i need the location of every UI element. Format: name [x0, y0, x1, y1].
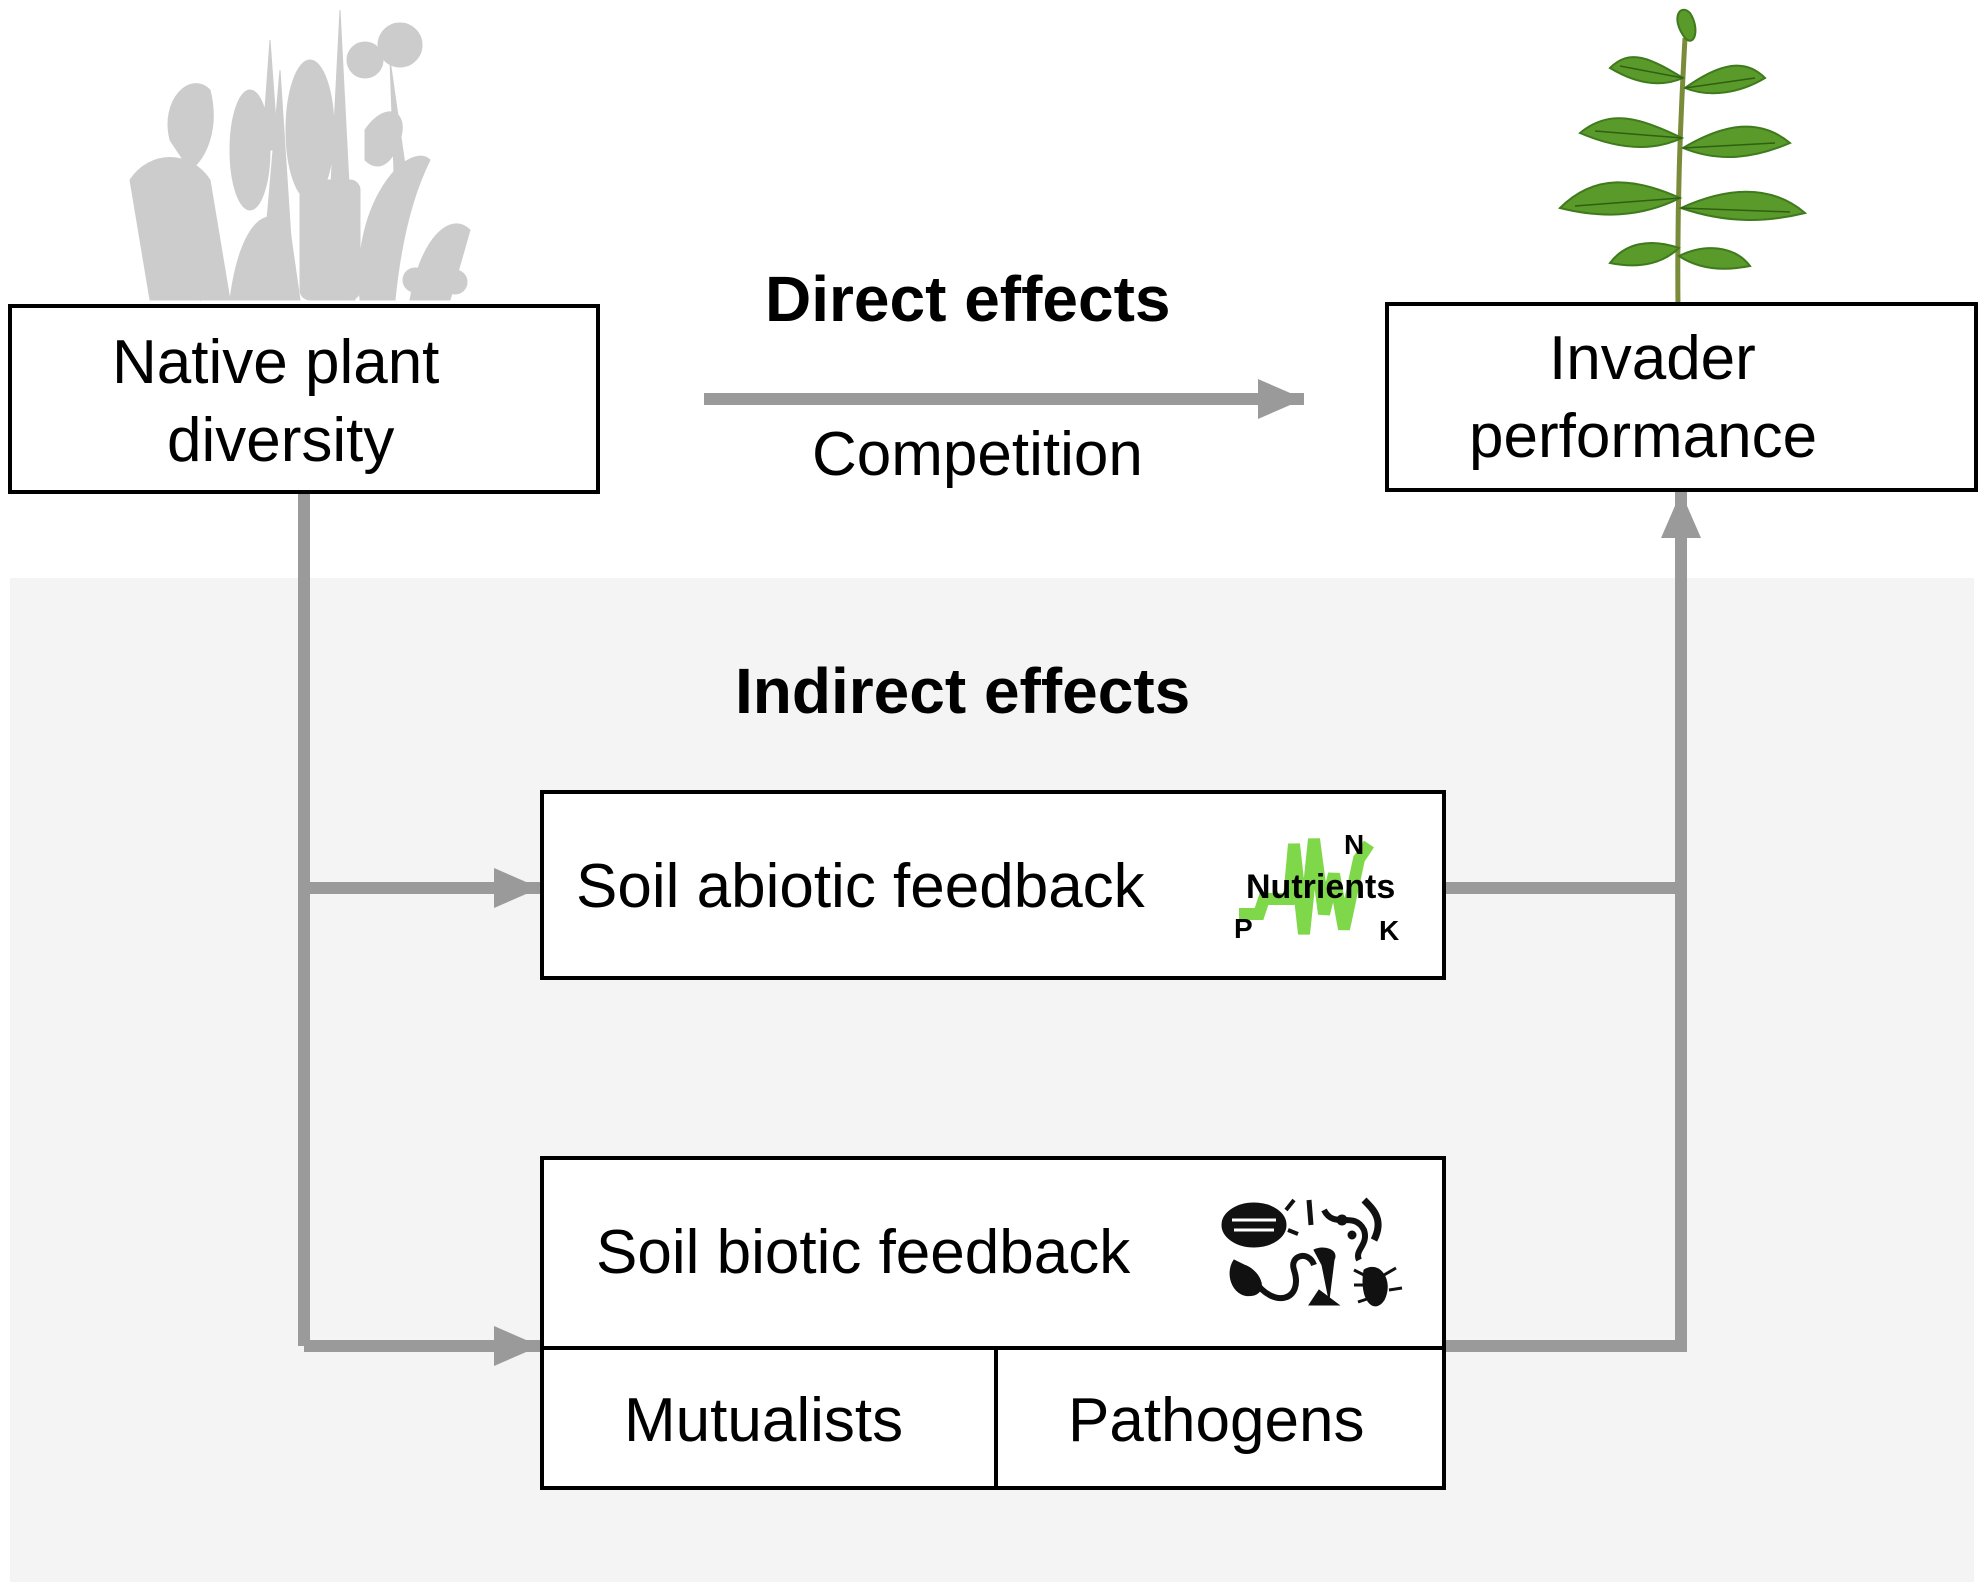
invader-label-line2: performance: [1469, 402, 1818, 471]
pathogens-box: Pathogens: [994, 1346, 1446, 1490]
biotic-label: Soil biotic feedback: [596, 1218, 1131, 1287]
native-label-line2: diversity: [167, 406, 395, 475]
mutualists-label: Mutualists: [624, 1386, 904, 1455]
invasive-plant-icon: [1558, 8, 1808, 424]
competition-label: Competition: [812, 420, 1143, 489]
soil-biotic-feedback-box: Soil biotic feedback: [540, 1156, 1446, 1350]
invader-performance-box: Invader performance: [1385, 302, 1978, 492]
nutrients-n-label: N: [1344, 829, 1364, 860]
nutrients-k-label: K: [1379, 915, 1399, 946]
native-label-line1: Native plant: [112, 328, 440, 397]
direct-effects-heading: Direct effects: [765, 263, 1171, 335]
mutualists-box: Mutualists: [540, 1346, 998, 1490]
nutrients-label: Nutrients: [1246, 868, 1395, 906]
soil-abiotic-feedback-box: Soil abiotic feedback N Nutrients P K: [540, 790, 1446, 980]
invader-label-line1: Invader: [1549, 324, 1756, 393]
soil-organisms-icon: [1221, 1197, 1403, 1307]
nutrients-p-label: P: [1234, 913, 1253, 944]
native-plants-silhouette-icon: [129, 9, 471, 302]
indirect-effects-heading: Indirect effects: [735, 655, 1191, 727]
native-plant-diversity-box: Native plant diversity: [8, 304, 600, 494]
pathogens-label: Pathogens: [1068, 1386, 1365, 1455]
abiotic-label: Soil abiotic feedback: [576, 852, 1145, 921]
nutrients-graph-icon: N Nutrients P K: [1234, 829, 1399, 946]
